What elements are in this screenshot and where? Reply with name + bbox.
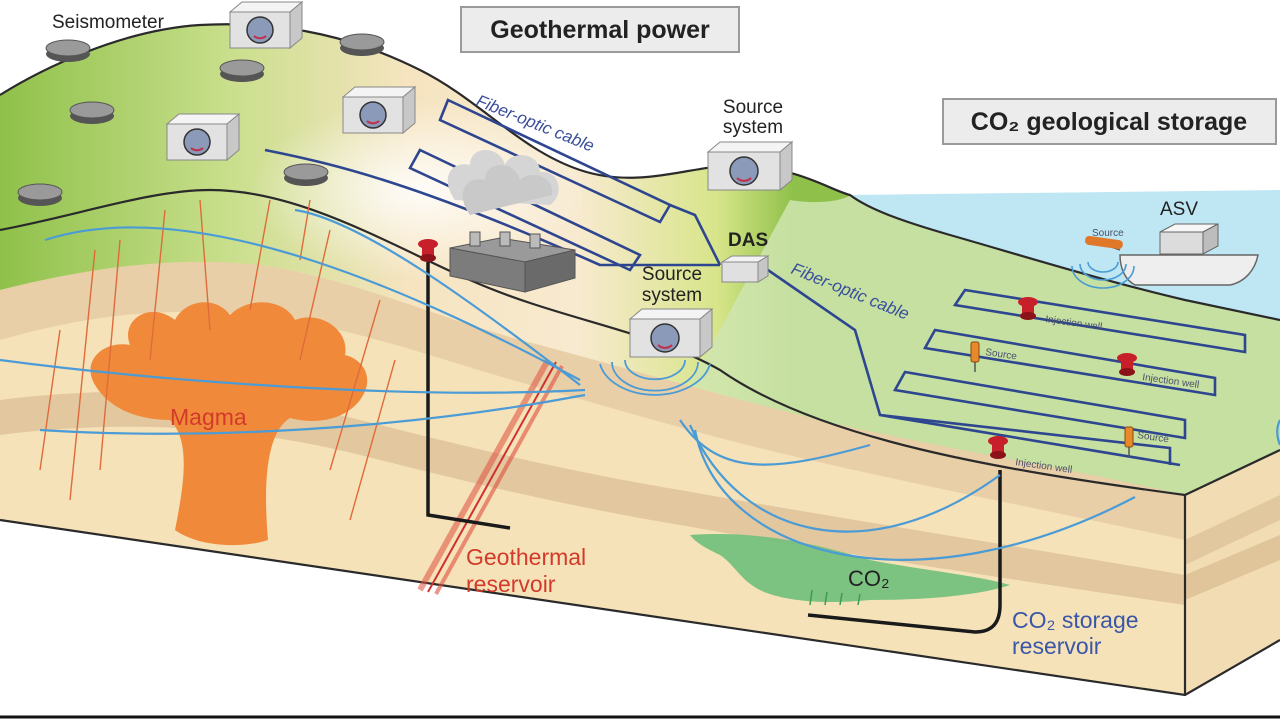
co2-storage-reservoir-label-line2: reservoir	[1012, 633, 1102, 659]
earth-cross-section	[0, 190, 1280, 697]
seismometer-disc-icon	[219, 59, 265, 82]
autonomous-surface-vessel-icon	[1071, 223, 1259, 289]
seismometer-discs	[17, 33, 385, 206]
seismometer-label: Seismometer	[52, 12, 165, 33]
seismometer-disc-icon	[283, 163, 329, 186]
source-wavefronts	[599, 359, 711, 396]
source-markers	[970, 341, 1134, 457]
vibrator-source-box-icon	[165, 112, 241, 162]
co2-storage-title-box	[942, 98, 1277, 145]
magma-body	[90, 302, 368, 546]
ship-source-label: Source	[1092, 228, 1124, 239]
fault-lines	[39, 199, 396, 521]
geothermal-title: Geothermal power	[490, 16, 710, 44]
geothermal-reservoir-label-line1: Geothermal	[466, 544, 586, 570]
asv-label: ASV	[1160, 199, 1198, 220]
seismometer-disc-icon	[339, 33, 385, 56]
injection-well-markers	[418, 239, 1137, 459]
sea-surface	[850, 190, 1280, 320]
co2-storage-title: CO₂ geological storage	[971, 108, 1248, 136]
source-marker-icon	[1124, 426, 1134, 457]
source-system-label-top-line1: Source	[723, 97, 783, 118]
vibrator-source-box-icon	[341, 85, 417, 135]
injection-well-icon	[418, 239, 438, 262]
co2-plume	[690, 534, 1010, 602]
seismometer-disc-icon	[45, 39, 91, 62]
source-small-label-2: Source	[1137, 430, 1170, 445]
source-system-label-top-line2: system	[723, 117, 783, 138]
geothermal-plant-icon	[447, 150, 576, 293]
injection-well-icon	[1018, 297, 1038, 320]
source-system-label-mid-line1: Source	[642, 264, 702, 285]
geothermal-title-box	[460, 6, 740, 53]
vibrator-source-box-icon	[628, 307, 714, 359]
magma-label: Magma	[170, 404, 247, 430]
co2-label: CO₂	[848, 566, 890, 591]
injection-well-icon	[1117, 353, 1137, 376]
co2-storage-reservoir-label-line1: CO₂ storage	[1012, 607, 1139, 633]
vibrator-source-box-icon	[228, 0, 304, 50]
geothermal-well	[426, 262, 511, 530]
vibrator-source-box-icon	[706, 140, 794, 192]
co2-injection-well	[807, 470, 1002, 634]
seismometer-disc-icon	[69, 101, 115, 124]
injection-well-icon	[988, 436, 1008, 459]
source-system-label-mid-line2: system	[642, 285, 702, 306]
seismometer-disc-icon	[17, 183, 63, 206]
seismic-wave-paths	[0, 208, 1280, 561]
geothermal-reservoir-zone	[417, 358, 564, 595]
geothermal-reservoir-label-line2: reservoir	[466, 571, 556, 597]
das-interrogator-icon	[720, 255, 770, 283]
co2-bubbles	[809, 589, 861, 606]
source-small-label-1: Source	[985, 347, 1018, 362]
das-label: DAS	[728, 230, 768, 251]
source-system-boxes	[165, 0, 794, 359]
source-marker-icon	[970, 341, 980, 372]
